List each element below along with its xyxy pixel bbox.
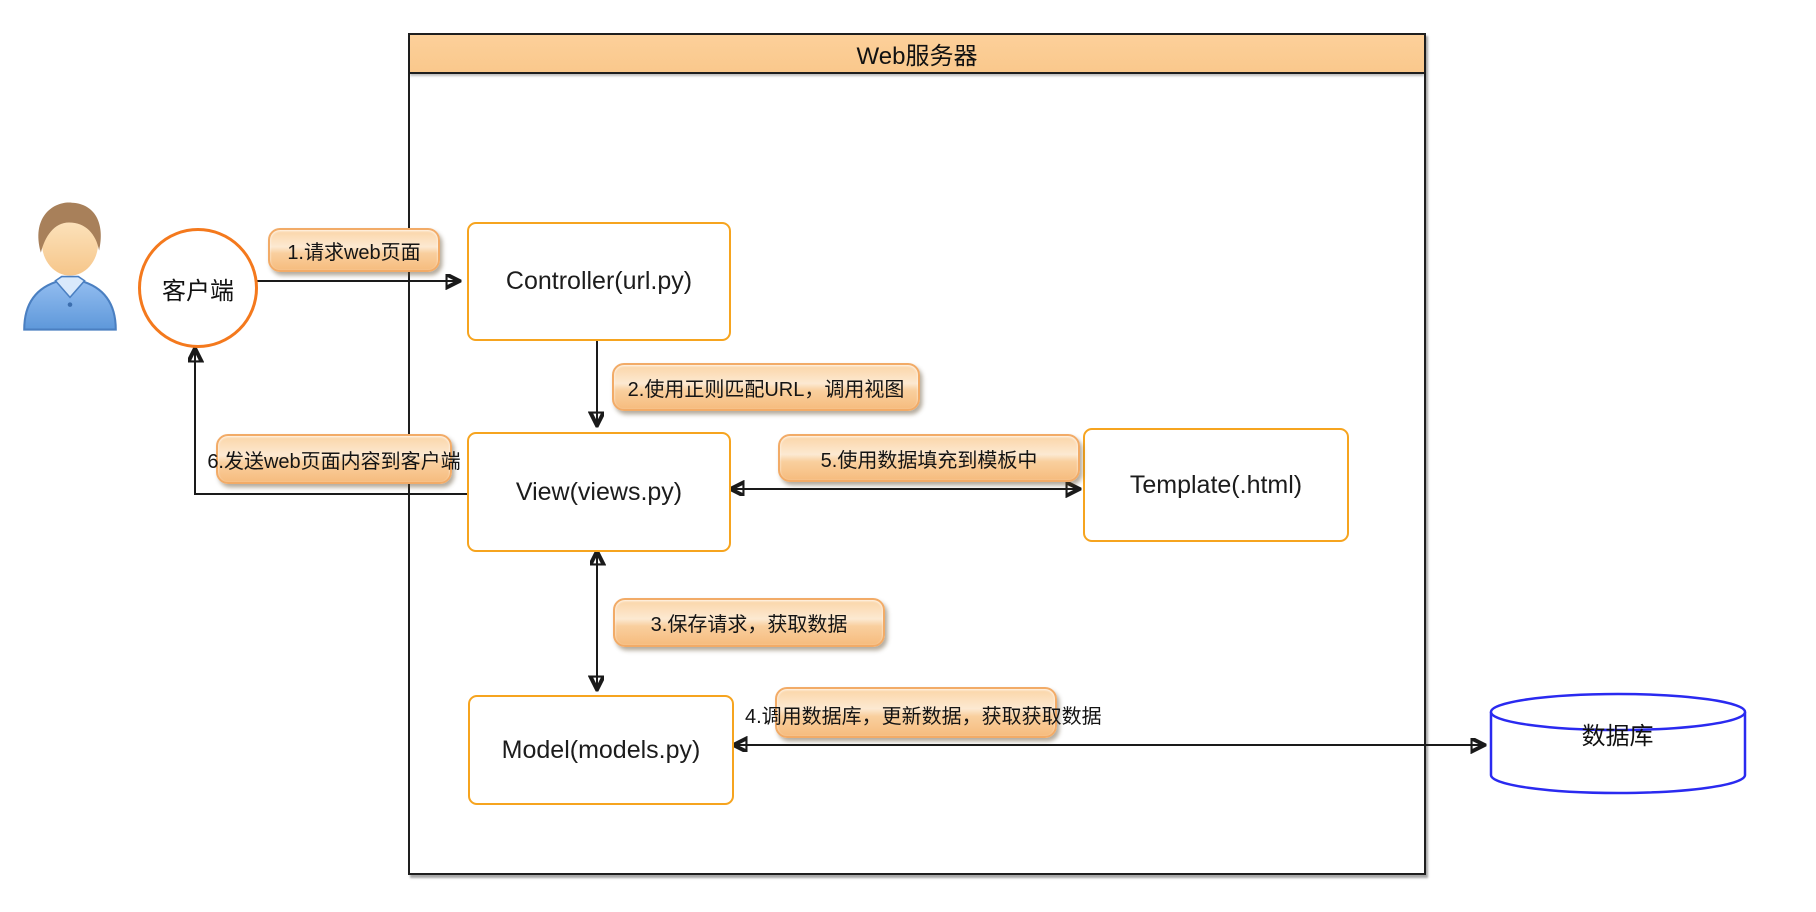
- step-4-label-bubble: [775, 687, 1057, 738]
- model-node: Model(models.py): [468, 695, 734, 805]
- client-node: 客户端: [138, 228, 258, 348]
- template-label: Template(.html): [1129, 470, 1303, 499]
- view-node: View(views.py): [467, 432, 731, 552]
- database-cylinder-icon: [1489, 692, 1747, 795]
- step-1-label: 1.请求web页面: [268, 228, 440, 272]
- web-server-title: Web服务器: [856, 43, 978, 70]
- controller-label: Controller(url.py): [505, 267, 693, 295]
- template-node: Template(.html): [1083, 428, 1349, 542]
- controller-node: Controller(url.py): [467, 222, 731, 341]
- step-5-label: 5.使用数据填充到模板中: [778, 434, 1080, 482]
- step-6-label: 6.发送web页面内容到客户端: [207, 434, 461, 484]
- model-label: Model(models.py): [501, 735, 701, 764]
- step-4-label: 4.调用数据库，更新数据，获取获取数据: [745, 706, 1102, 728]
- view-label: View(views.py): [515, 477, 683, 506]
- web-server-header: Web服务器: [410, 35, 1424, 74]
- step-3-label: 3.保存请求，获取数据: [613, 598, 885, 647]
- database-label: 数据库: [1581, 723, 1654, 750]
- step-2-label: 2.使用正则匹配URL，调用视图: [612, 363, 920, 411]
- edge-6-view-to-client: [195, 350, 467, 495]
- client-label: 客户端: [162, 277, 234, 305]
- user-avatar-icon: [23, 202, 117, 331]
